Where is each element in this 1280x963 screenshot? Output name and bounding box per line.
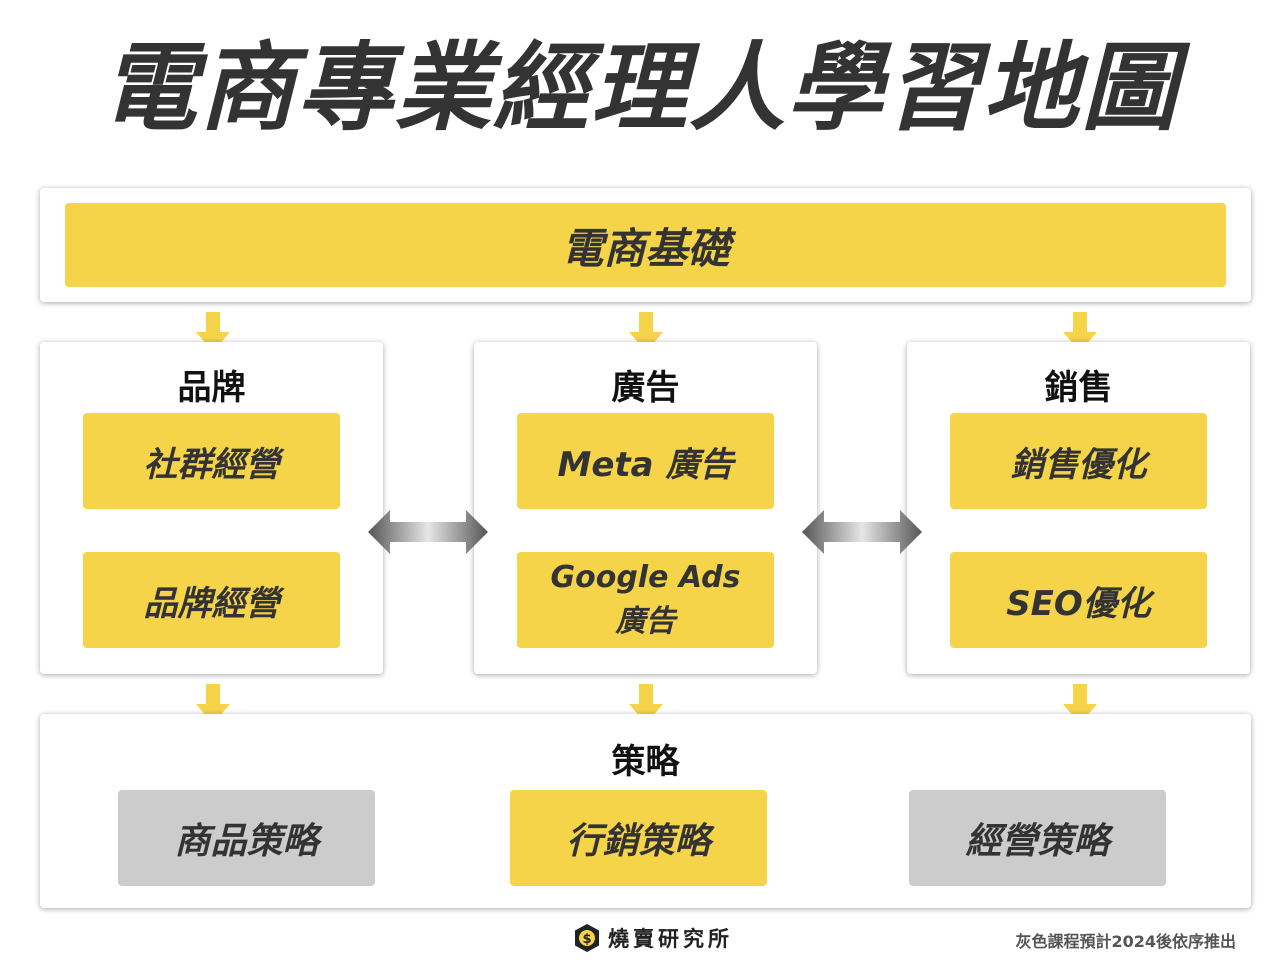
column-sales: 銷售 銷售優化 SEO優化 [907, 342, 1250, 674]
double-arrow-icon [368, 510, 488, 554]
double-arrow-icon [802, 510, 922, 554]
column-heading: 品牌 [177, 368, 246, 408]
course-label: 銷售優化 [1010, 444, 1147, 485]
course-card[interactable]: 銷售優化 [950, 413, 1207, 509]
foundation-label: 電商基礎 [561, 223, 730, 273]
strategy-panel: 策略 商品策略 行銷策略 經營策略 [40, 714, 1251, 908]
strategy-heading: 策略 [611, 742, 680, 782]
course-label: Google Ads 廣告 [550, 560, 741, 639]
page-title: 電商專業經理人學習地圖 [101, 32, 1179, 144]
foundation-bar: 電商基礎 [65, 203, 1226, 287]
course-card[interactable]: SEO優化 [950, 552, 1207, 648]
course-label: SEO優化 [1006, 583, 1151, 624]
course-card[interactable]: 社群經營 [83, 413, 340, 509]
strategy-label: 商品策略 [174, 821, 319, 862]
column-ads: 廣告 Meta 廣告 Google Ads 廣告 [474, 342, 817, 674]
course-card[interactable]: 品牌經營 [83, 552, 340, 648]
dollar-shield-icon: $ [575, 924, 599, 952]
footnote: 灰色課程預計2024後依序推出 [1015, 932, 1236, 951]
strategy-label: 經營策略 [965, 821, 1110, 862]
strategy-label: 行銷策略 [566, 821, 711, 862]
column-brand: 品牌 社群經營 品牌經營 [40, 342, 383, 674]
strategy-card[interactable]: 經營策略 [909, 790, 1166, 886]
foundation-panel: 電商基礎 [40, 188, 1251, 302]
brand-logo: $ 燒賣研究所 [574, 922, 733, 954]
course-card[interactable]: Meta 廣告 [517, 413, 774, 509]
course-label: 品牌經營 [143, 583, 280, 624]
course-label: Meta 廣告 [557, 444, 734, 485]
strategy-card[interactable]: 商品策略 [118, 790, 375, 886]
logo-text: 燒賣研究所 [608, 927, 733, 951]
column-heading: 廣告 [611, 368, 680, 408]
svg-text:$: $ [582, 932, 591, 947]
course-card[interactable]: Google Ads 廣告 [517, 552, 774, 648]
strategy-card[interactable]: 行銷策略 [510, 790, 767, 886]
column-heading: 銷售 [1044, 368, 1113, 408]
course-label: 社群經營 [143, 444, 280, 485]
